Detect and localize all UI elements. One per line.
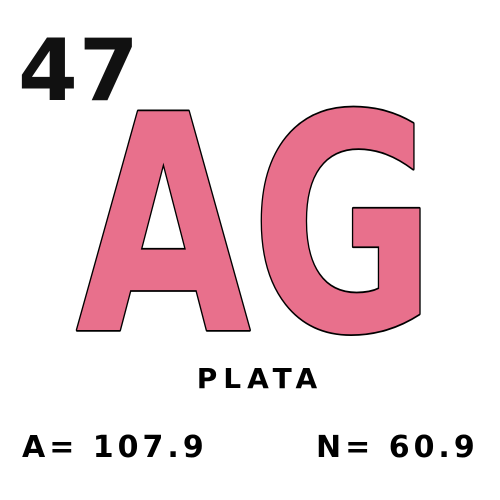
element-symbol: AG <box>76 52 436 401</box>
atomic-number: 47 <box>18 21 140 121</box>
element-name: PLATA <box>196 362 324 395</box>
atomic-mass: A= 107.9 <box>22 430 208 465</box>
neutron-count: N= 60.9 <box>316 430 479 465</box>
